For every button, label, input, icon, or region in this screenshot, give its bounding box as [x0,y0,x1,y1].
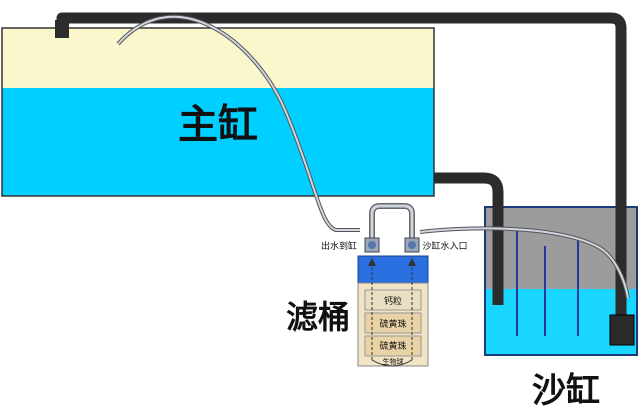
sump-air [485,207,637,289]
outlet-to-tank-label: 出水到缸 [321,240,357,252]
main-tank-water [2,88,434,196]
sump-pump [609,314,635,346]
canister-cap [357,255,429,284]
main-tank-label: 主缸 [178,102,258,148]
overflow-pipe [434,172,504,305]
filter-layer-label: 硫黄珠 [379,318,406,330]
return-pipe-end [55,20,69,38]
canister-valve-left-knob [368,241,376,249]
canister-tray [364,289,422,311]
canister-u-connector [369,203,415,240]
filter-layer-label: 生物球 [383,357,404,366]
overflow-pipe-body [434,172,504,305]
sump-frame [484,206,638,356]
sump-label: 沙缸 [532,371,600,411]
return-pipe [55,12,635,346]
filter-layer-label: 硫黄珠 [379,340,406,352]
canister-tray [364,335,422,357]
canister-filter: 钙粒 硫黄珠 硫黄珠 生物球 [357,203,429,367]
main-tank-top [2,28,434,88]
canister-tray [364,312,422,334]
main-tank [1,27,435,197]
canister-outlet-hose [116,14,360,232]
sump-inlet-label: 沙缸水入口 [422,240,467,252]
return-pipe-body [56,12,627,320]
canister-to-sump-hose [419,226,630,299]
filter-layer-label: 钙粒 [384,295,402,307]
canister-valve-right-knob [408,241,416,249]
canister-label: 滤桶 [286,298,350,336]
